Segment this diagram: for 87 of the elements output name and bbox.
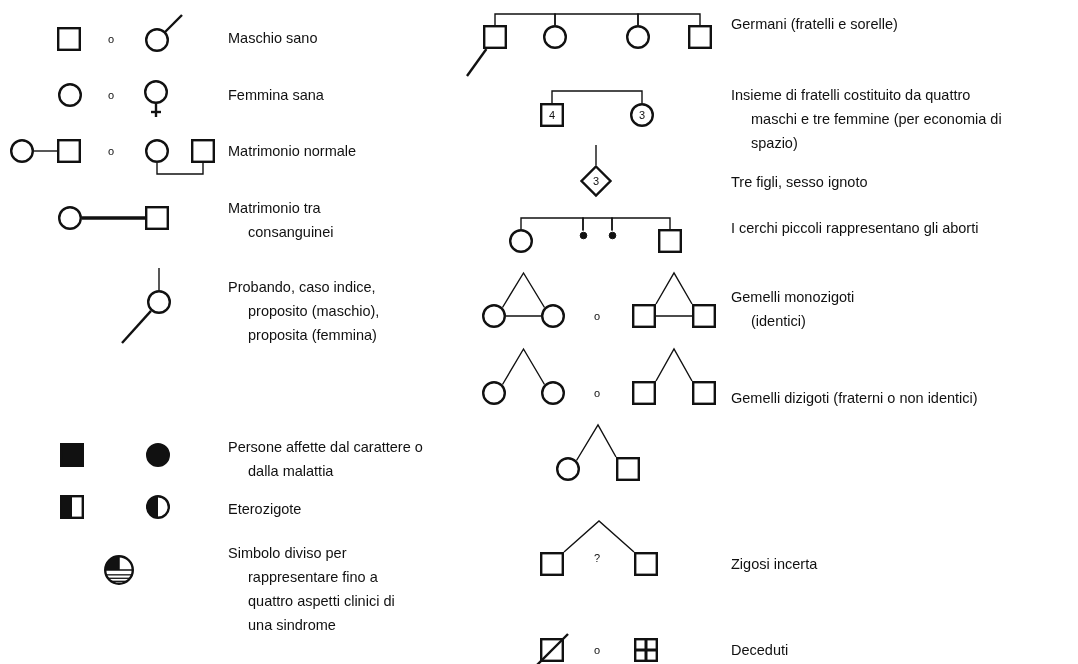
circle-symbol <box>145 139 169 163</box>
union-line <box>505 315 542 317</box>
deceased-square-symbol <box>535 633 569 664</box>
descent-line <box>655 271 693 305</box>
description-text: Femmina sana <box>228 86 325 105</box>
count-number: 3 <box>638 109 646 121</box>
descent-line <box>551 90 643 104</box>
description-text: Eterozigote <box>228 500 303 519</box>
description-text: Simbolo diviso per rappresentare fino a quattro aspetti clinici di una sindrome <box>228 544 396 635</box>
descent-line <box>655 347 693 382</box>
or-text: o <box>593 644 601 656</box>
description-text: Probando, caso indice, proposito (maschio), proposita (femmina) <box>228 278 381 345</box>
square-symbol <box>634 552 658 576</box>
description-text: I cerchi piccoli rappresentano gli aborti <box>731 219 980 238</box>
circle-symbol <box>10 139 34 163</box>
female-circle-symbol <box>58 83 82 107</box>
or-text: o <box>593 310 601 322</box>
description-text: Tre figli, sesso ignoto <box>731 173 869 192</box>
square-symbol <box>658 229 682 253</box>
square-symbol <box>483 25 507 49</box>
descent-line <box>611 217 671 232</box>
affected-circle-symbol <box>146 443 170 467</box>
affected-square-symbol <box>60 443 84 467</box>
count-number: 4 <box>548 109 556 121</box>
square-symbol <box>632 381 656 405</box>
descent-line <box>637 13 701 26</box>
square-symbol <box>191 139 215 163</box>
description-text: Deceduti <box>731 641 790 660</box>
description-text: Zigosi incerta <box>731 555 819 574</box>
square-symbol <box>632 304 656 328</box>
descent-line <box>575 423 617 462</box>
descent-line <box>158 267 160 291</box>
abortion-dot-symbol <box>578 230 588 240</box>
circle-symbol <box>482 304 506 328</box>
or-text: o <box>107 145 115 157</box>
or-text: o <box>593 387 601 399</box>
numbered-diamond-symbol <box>580 165 612 197</box>
square-symbol <box>692 304 716 328</box>
descent-line <box>494 13 556 26</box>
divided-circle-symbol <box>104 555 134 585</box>
descent-line <box>563 520 635 553</box>
description-text: Gemelli monozigoti (identici) <box>731 288 856 331</box>
circle-symbol <box>482 381 506 405</box>
union-line <box>156 162 204 175</box>
description-text: Maschio sano <box>228 29 319 48</box>
or-text: o <box>107 89 115 101</box>
square-symbol <box>616 457 640 481</box>
description-text: Matrimonio tra consanguinei <box>228 199 335 242</box>
description-text: Gemelli dizigoti (fraterni o non identici) <box>731 389 979 408</box>
description-text: Matrimonio normale <box>228 142 358 161</box>
circle-symbol <box>541 304 565 328</box>
circle-symbol <box>509 229 533 253</box>
union-line <box>33 150 58 152</box>
descent-line <box>520 217 584 232</box>
abortion-dot-symbol <box>607 230 617 240</box>
descent-line <box>595 144 597 166</box>
question-mark: ? <box>593 552 601 564</box>
description-text: Insieme di fratelli costituito da quattro maschi e tre femmine (per economia di spazio) <box>731 86 1003 153</box>
descent-line <box>582 217 613 232</box>
square-symbol <box>688 25 712 49</box>
heterozygote-square-symbol <box>60 495 84 519</box>
deceased-square-symbol <box>634 638 658 662</box>
male-square-symbol <box>57 27 81 51</box>
count-number: 3 <box>592 175 600 187</box>
female-sign-symbol <box>144 80 168 118</box>
circle-symbol <box>543 25 567 49</box>
square-symbol <box>540 552 564 576</box>
male-sign-symbol <box>145 14 183 52</box>
union-line <box>655 315 693 317</box>
or-text: o <box>107 33 115 45</box>
square-symbol <box>57 139 81 163</box>
descent-line <box>554 13 639 26</box>
circle-symbol <box>541 381 565 405</box>
proband-circle-symbol <box>147 290 171 314</box>
description-text: Germani (fratelli e sorelle) <box>731 15 899 34</box>
square-symbol <box>692 381 716 405</box>
circle-symbol <box>58 206 82 230</box>
numbered-circle-symbol <box>630 103 654 127</box>
union-line <box>82 216 145 220</box>
square-symbol <box>145 206 169 230</box>
description-text: Persone affette dal carattere o dalla malattia <box>228 438 424 481</box>
descent-line <box>501 347 546 386</box>
numbered-square-symbol <box>540 103 564 127</box>
circle-symbol <box>626 25 650 49</box>
circle-symbol <box>556 457 580 481</box>
descent-line <box>501 271 546 309</box>
heterozygote-circle-symbol <box>146 495 170 519</box>
